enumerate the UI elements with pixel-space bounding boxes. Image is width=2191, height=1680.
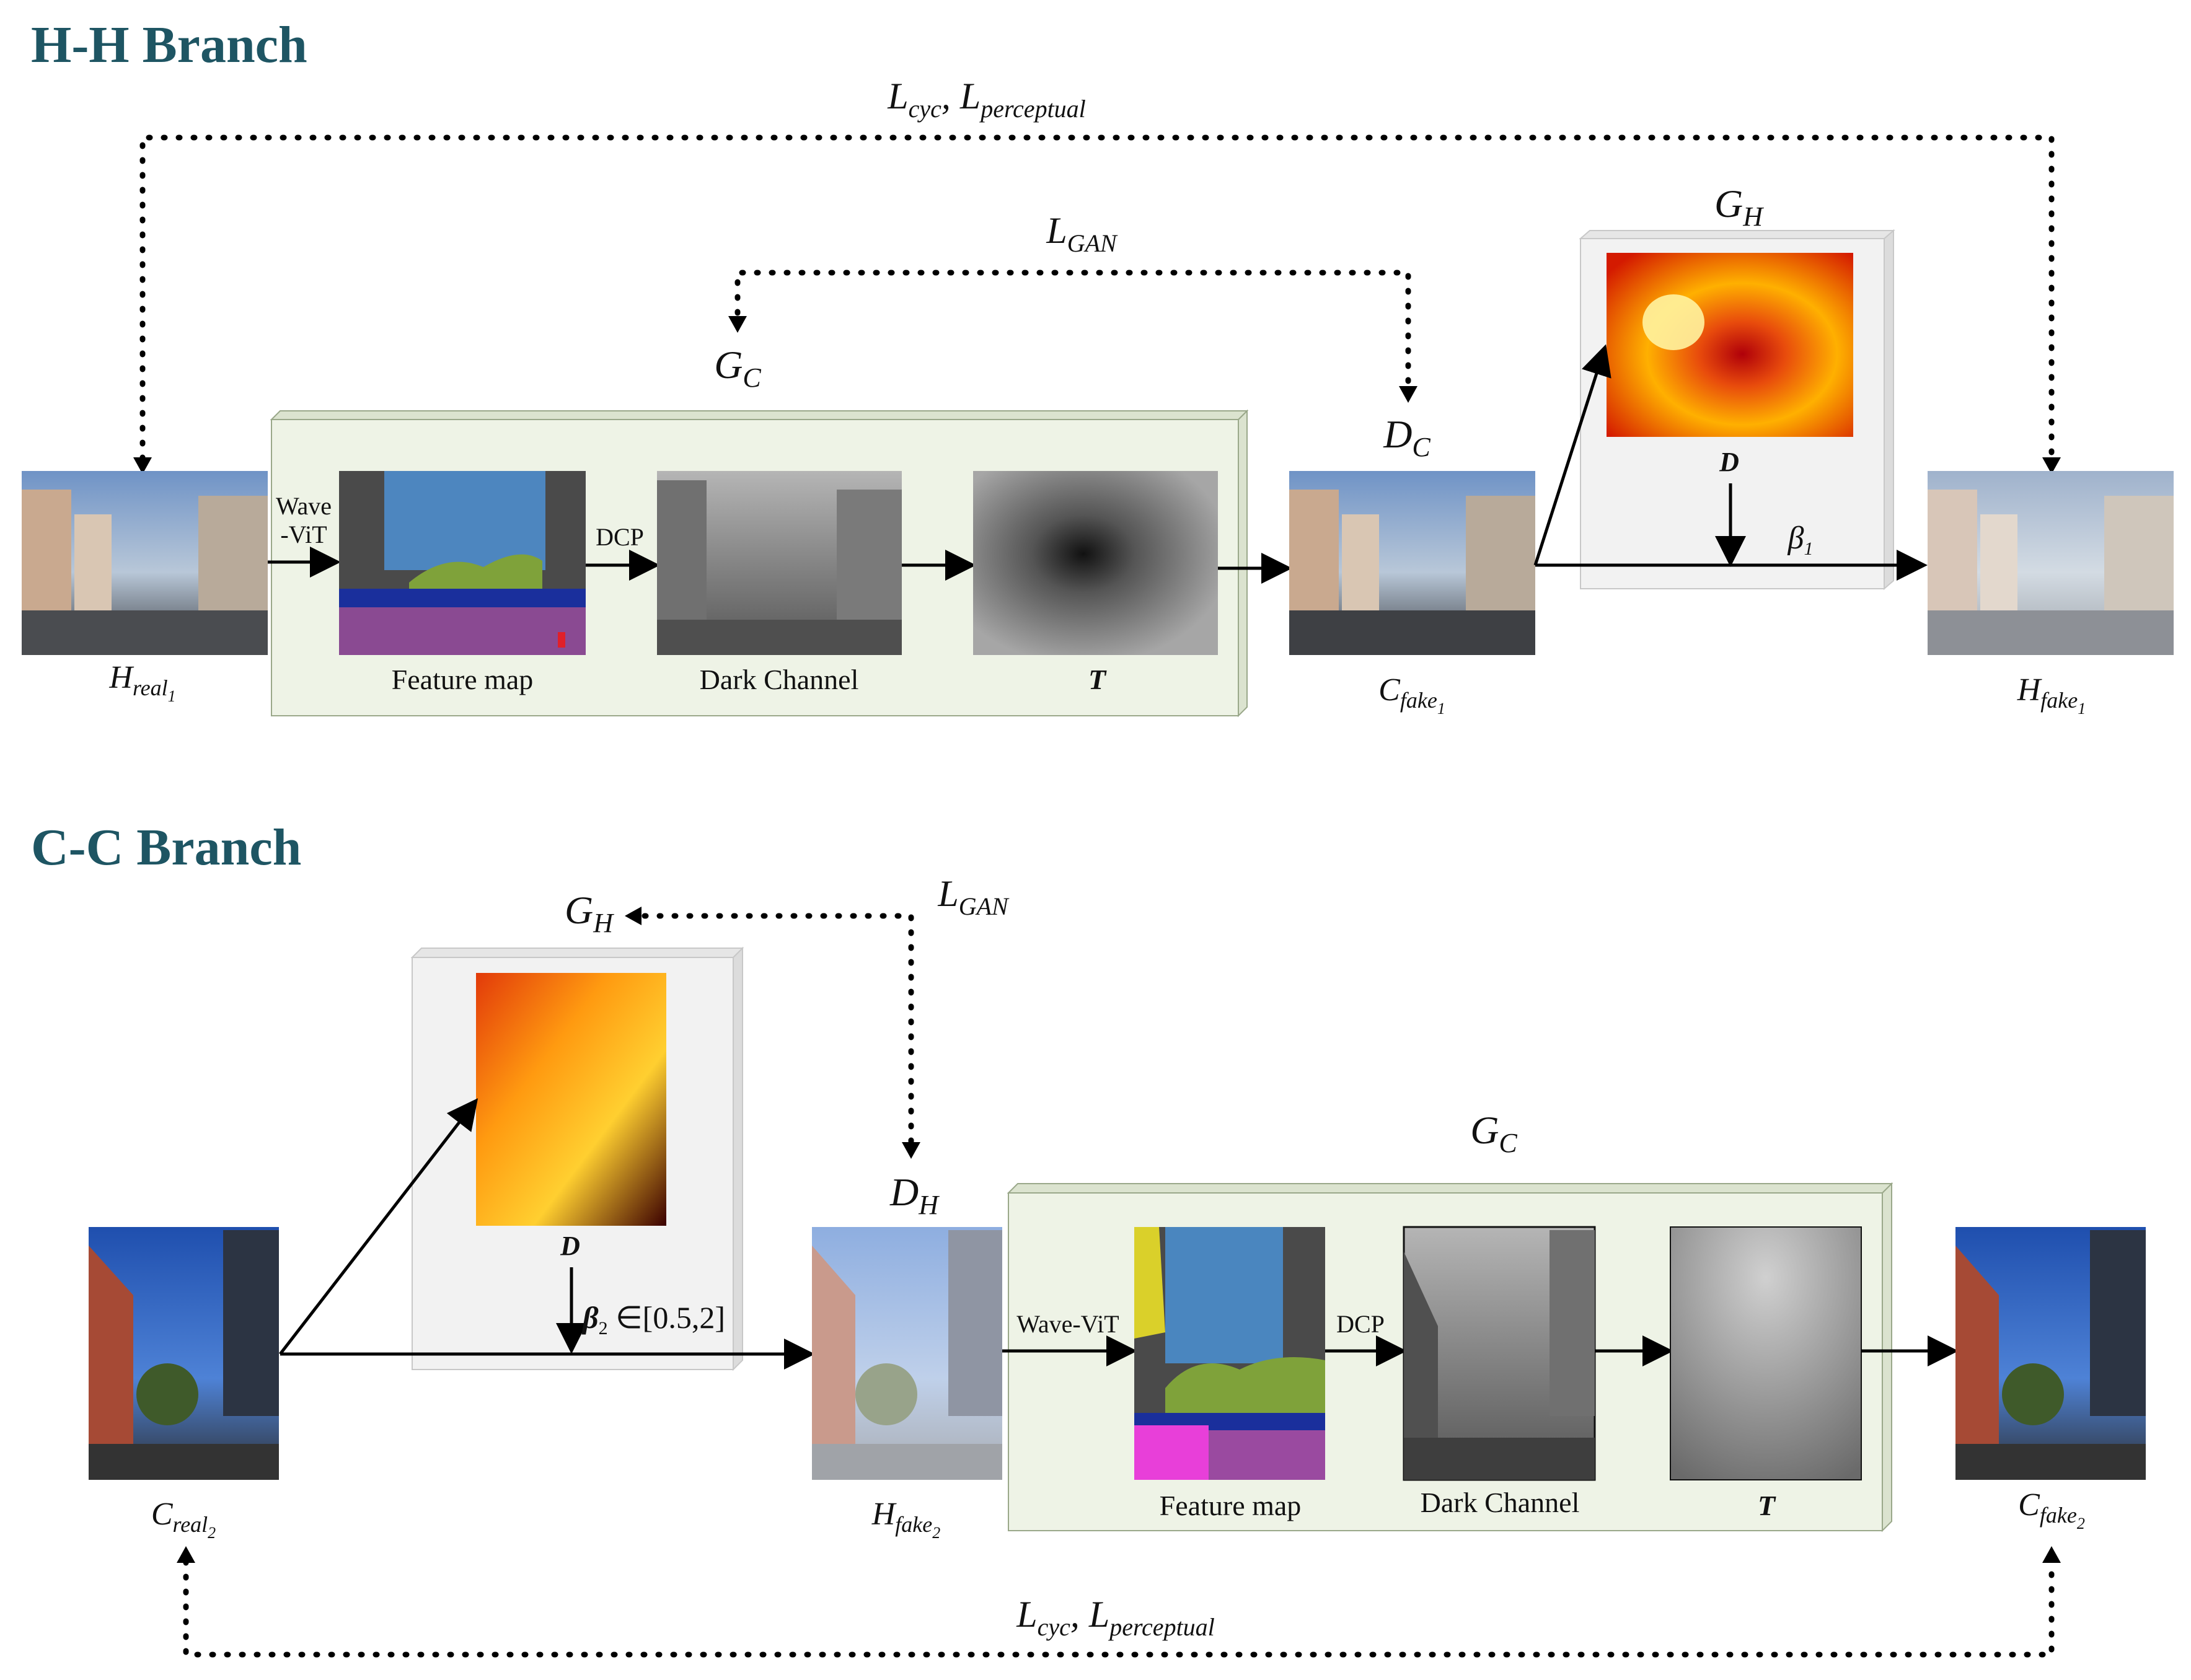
top-c-fake-label: Cfake1 <box>1378 672 1445 718</box>
bottom-dark-channel-image <box>1403 1226 1596 1481</box>
bottom-feature-map-label: Feature map <box>1160 1490 1302 1521</box>
top-gan-loss-label: LGAN <box>1046 210 1118 257</box>
top-gan-loss-loop <box>734 270 1411 390</box>
top-gh-label: GH <box>1714 182 1764 232</box>
top-feature-map-image <box>339 471 586 655</box>
bottom-d-label: D <box>560 1231 580 1261</box>
top-dark-channel-label: Dark Channel <box>700 664 859 695</box>
bottom-c-real-label: Creal2 <box>151 1497 216 1542</box>
top-t-label: T <box>1088 664 1107 695</box>
loop-arrowhead-left <box>177 1546 195 1563</box>
top-branch-title: H-H Branch <box>31 16 307 74</box>
top-dcp-label: DCP <box>596 523 644 551</box>
top-arrow-to-gh <box>1533 344 1611 566</box>
bottom-gc-label: GC <box>1470 1108 1517 1158</box>
top-h-real-image <box>22 471 268 655</box>
loop-arrowhead-right <box>2042 1546 2061 1563</box>
bottom-gh-label: GH <box>565 888 614 938</box>
bottom-dark-channel-label: Dark Channel <box>1421 1487 1580 1518</box>
bottom-t-map-image <box>1670 1226 1862 1480</box>
bottom-beta-label: β2 ∈[0.5,2] <box>581 1300 725 1339</box>
bottom-branch-title: C-C Branch <box>31 819 301 876</box>
top-h-real-label: Hreal1 <box>108 660 175 705</box>
top-feature-map-label: Feature map <box>392 664 534 695</box>
bottom-depth-map-image <box>476 973 666 1226</box>
bottom-c-real-image <box>89 1227 279 1480</box>
bottom-h-fake-label: Hfake2 <box>871 1497 941 1542</box>
bottom-dh-label: DH <box>889 1170 940 1220</box>
top-d-label: D <box>1719 447 1739 477</box>
top-wave-vit-label-2: -ViT <box>280 521 327 548</box>
top-h-fake-label: Hfake1 <box>2017 672 2086 718</box>
top-loop-arrowhead-right <box>2042 457 2061 474</box>
gan-arrowhead-gh <box>625 907 641 925</box>
bottom-arrow-to-gh <box>279 1098 478 1355</box>
top-t-map-image <box>973 471 1218 655</box>
bottom-loss-outer-label: Lcyc, Lperceptual <box>1016 1594 1215 1641</box>
gan-arrowhead-dh <box>902 1142 920 1159</box>
bottom-c-fake-image <box>1955 1227 2146 1480</box>
bottom-gan-loss-label: LGAN <box>937 873 1010 920</box>
top-dark-channel-image <box>657 471 902 655</box>
bottom-gan-loss-loop <box>641 913 914 1146</box>
gan-arrowhead-gc <box>728 316 747 333</box>
bottom-h-fake-image <box>812 1227 1002 1480</box>
top-loss-outer-label: Lcyc, Lperceptual <box>887 76 1086 123</box>
bottom-t-label: T <box>1758 1490 1776 1521</box>
ellipse <box>1642 294 1704 350</box>
bottom-dcp-label: DCP <box>1336 1310 1385 1338</box>
top-depth-map-image <box>1607 253 1853 437</box>
gan-arrowhead-dc <box>1399 386 1417 403</box>
bottom-cyc-loss-loop <box>183 1559 2055 1658</box>
top-wave-vit-label-1: Wave <box>276 492 332 520</box>
top-c-fake-image <box>1289 471 1535 655</box>
top-h-fake-image <box>1928 471 2174 655</box>
bottom-wave-vit-label: Wave-ViT <box>1016 1310 1119 1338</box>
bottom-feature-map-image <box>1134 1227 1325 1480</box>
top-loop-arrowhead-left <box>133 457 152 474</box>
top-dc-label: DC <box>1383 412 1431 462</box>
top-gc-label: GC <box>714 343 761 393</box>
bottom-c-fake-label: Cfake2 <box>2018 1487 2085 1533</box>
